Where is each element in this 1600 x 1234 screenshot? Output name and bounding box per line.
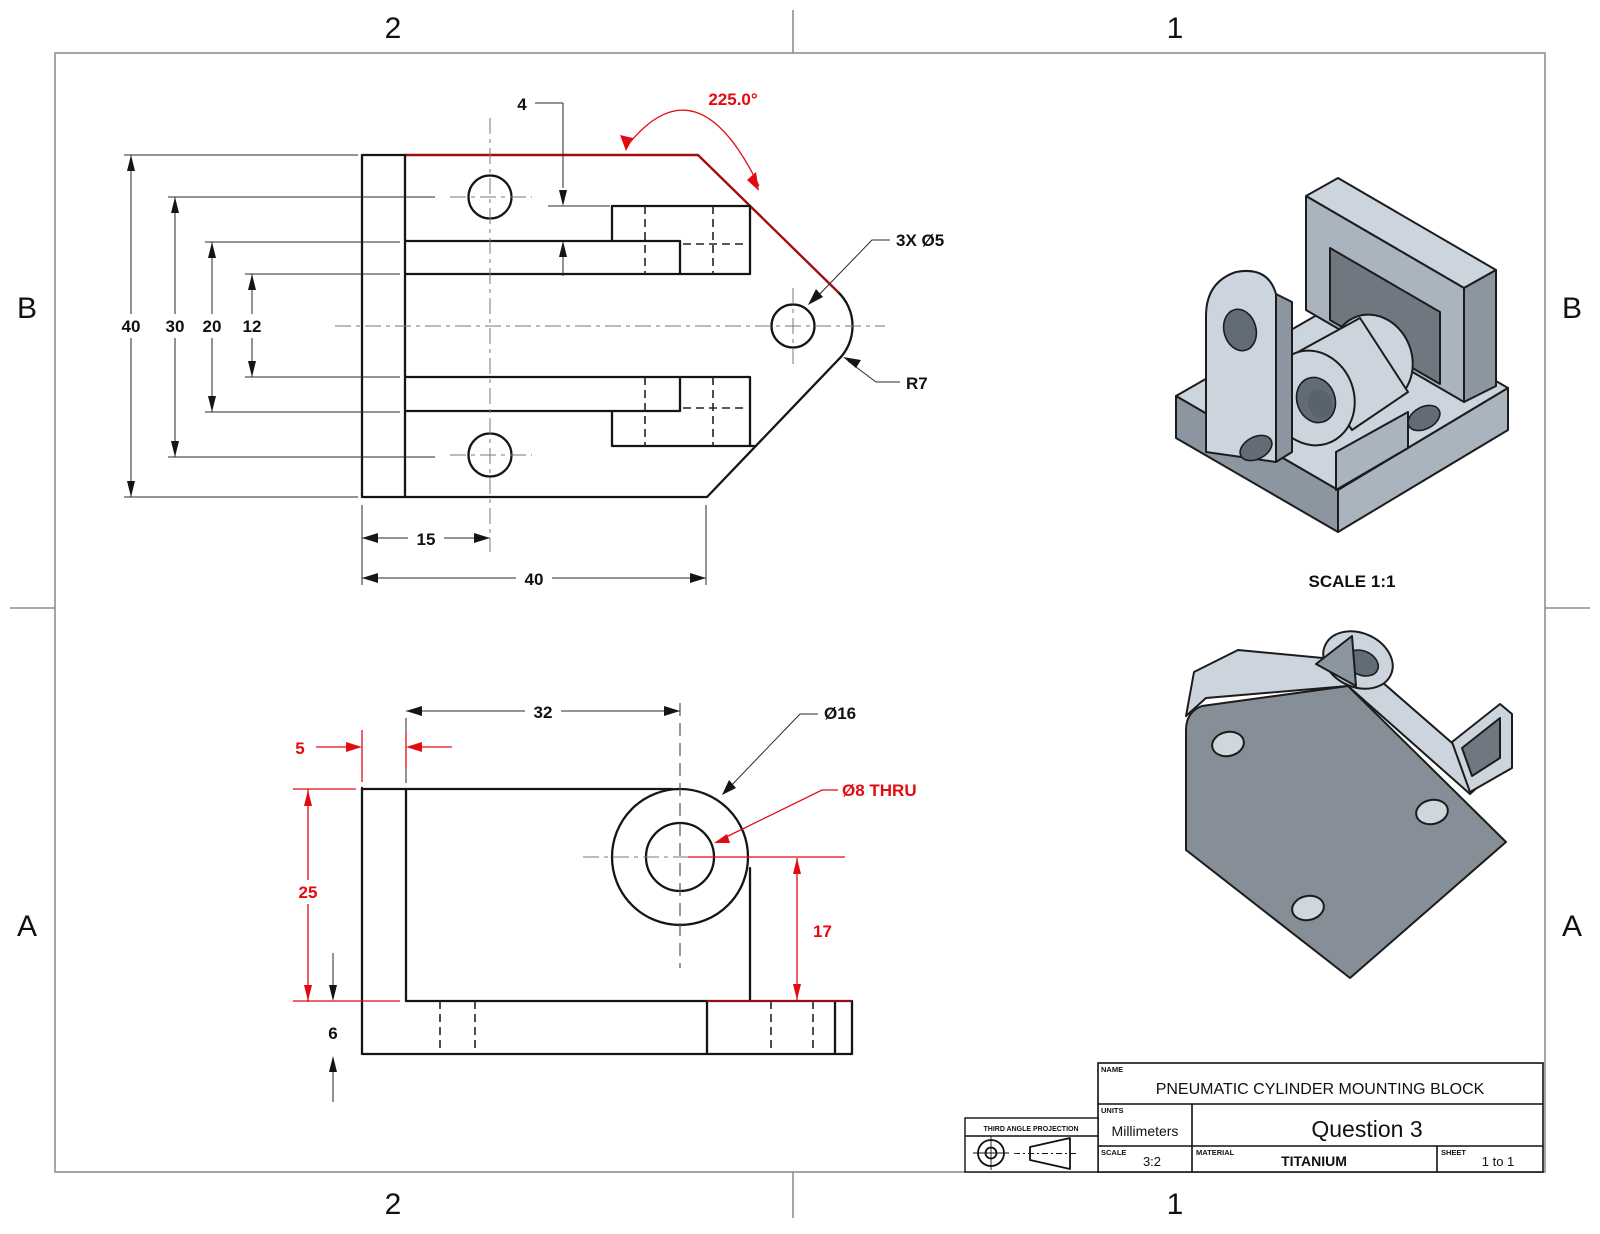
dim-12: 12: [243, 317, 262, 336]
dim-40-width: 40: [525, 570, 544, 589]
zone-label-right-a: A: [1562, 910, 1582, 943]
zone-label-top-left: 2: [385, 12, 402, 45]
third-angle-symbol-icon: [973, 1136, 1078, 1170]
title-name-value: PNEUMATIC CYLINDER MOUNTING BLOCK: [1156, 1081, 1485, 1098]
holes-callout: 3X Ø5: [808, 231, 944, 305]
angle-dimension-text: 225.0°: [708, 90, 758, 109]
title-material-label: MATERIAL: [1196, 1148, 1235, 1157]
title-scale-value: 3:2: [1143, 1154, 1161, 1169]
iso-scale-note: SCALE 1:1: [1309, 572, 1396, 591]
dim-6: 6: [328, 1024, 337, 1043]
title-units-label: UNITS: [1101, 1106, 1124, 1115]
dim-15: 15: [417, 530, 436, 549]
radius-callout-text: R7: [906, 374, 928, 393]
dim-4-step: 4: [517, 95, 527, 114]
boss-dia-callout: Ø16: [824, 704, 856, 723]
projection-label: THIRD ANGLE PROJECTION: [983, 1126, 1078, 1133]
zone-label-bottom-left: 2: [385, 1188, 402, 1221]
dim-5: 5: [295, 739, 304, 758]
top-view-hole-tip: [770, 303, 816, 349]
zone-label-top-right: 1: [1167, 12, 1184, 45]
title-block: NAME PNEUMATIC CYLINDER MOUNTING BLOCK U…: [1097, 1062, 1544, 1173]
title-units-value: Millimeters: [1112, 1123, 1179, 1139]
zone-label-left-b: B: [17, 292, 37, 325]
projection-box: THIRD ANGLE PROJECTION: [964, 1117, 1099, 1173]
dim-20: 20: [203, 317, 222, 336]
title-material-value: TITANIUM: [1281, 1153, 1347, 1169]
angle-dimension: 225.0°: [620, 90, 760, 191]
front-view: 32 6 Ø16 5 25 17 Ø8 THRU: [292, 700, 917, 1102]
top-view-centerlines: [335, 118, 885, 552]
top-view-outline: [360, 153, 854, 499]
dim-30: 30: [166, 317, 185, 336]
title-scale-label: SCALE: [1101, 1148, 1126, 1157]
dim-40-height: 40: [122, 317, 141, 336]
dim-17: 17: [813, 922, 832, 941]
title-sheet-value: 1 to 1: [1482, 1154, 1515, 1169]
title-question: Question 3: [1311, 1116, 1422, 1142]
zone-label-right-b: B: [1562, 292, 1582, 325]
title-sheet-label: SHEET: [1441, 1148, 1466, 1157]
zone-label-bottom-right: 1: [1167, 1188, 1184, 1221]
iso-view-2: [1185, 630, 1513, 979]
top-view-hidden-lines: [644, 206, 748, 446]
dim-32: 32: [534, 703, 553, 722]
zone-label-left-a: A: [17, 910, 37, 943]
front-view-outline: [360, 786, 854, 1056]
top-view: 40 30 20 12 4 15 40 3X Ø5 R7 225.0°: [115, 90, 944, 589]
title-name-label: NAME: [1101, 1065, 1123, 1074]
iso-view-1: SCALE 1:1: [1175, 177, 1509, 591]
bore-dia-callout: Ø8 THRU: [842, 781, 917, 800]
dim-25: 25: [299, 883, 318, 902]
radius-callout: R7: [843, 357, 928, 393]
front-view-hidden-lines: [439, 1001, 814, 1054]
top-view-highlighted-edges: [403, 153, 840, 294]
front-view-dimensions: 32 6 Ø16 5 25 17 Ø8 THRU: [292, 700, 917, 1102]
holes-callout-text: 3X Ø5: [896, 231, 944, 250]
zone-labels: 2 1 2 1 B A B A: [17, 12, 1582, 1221]
top-view-dimensions: 40 30 20 12 4 15 40: [115, 95, 707, 589]
sheet-border: [10, 10, 1590, 1218]
